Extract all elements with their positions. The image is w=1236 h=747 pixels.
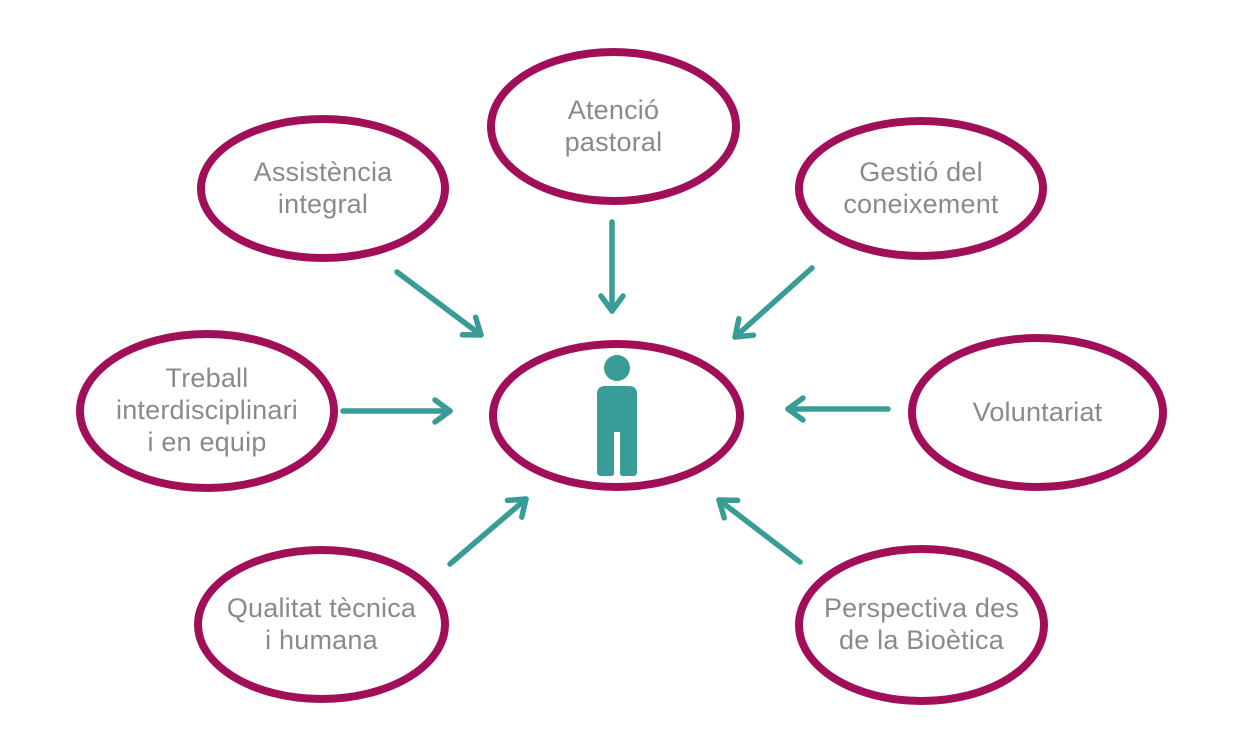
node-treball-interdisciplinari: Treball interdisciplinari i en equip [76, 330, 338, 492]
arrow-bottom-right-to-center [716, 497, 803, 565]
arrow-top-left-to-center [394, 269, 484, 338]
arrow-bottom-left-to-center [447, 496, 529, 567]
node-label: Assistència integral [253, 156, 393, 219]
node-gestio-del-coneixement: Gestió del coneixement [795, 117, 1047, 260]
node-qualitat-tecnica: Qualitat tècnica i humana [194, 546, 449, 703]
node-label: Voluntariat [972, 396, 1103, 427]
person-icon [596, 354, 637, 476]
node-atencio-pastoral: Atenció pastoral [487, 48, 740, 205]
node-label: Perspectiva des de la Bioètica [823, 593, 1020, 655]
arrow-top-right-to-center [732, 265, 815, 340]
node-label: Treball interdisciplinari i en equip [116, 363, 298, 457]
node-persona-center [489, 340, 744, 491]
node-perspectiva-bioetica: Perspectiva des de la Bioètica [795, 545, 1048, 705]
node-label: Gestió del coneixement [843, 156, 999, 219]
node-label: Qualitat tècnica i humana [226, 592, 417, 655]
node-voluntariat: Voluntariat [908, 334, 1167, 491]
node-assistencia-integral: Assistència integral [197, 115, 449, 262]
node-label: Atenció pastoral [564, 94, 663, 157]
